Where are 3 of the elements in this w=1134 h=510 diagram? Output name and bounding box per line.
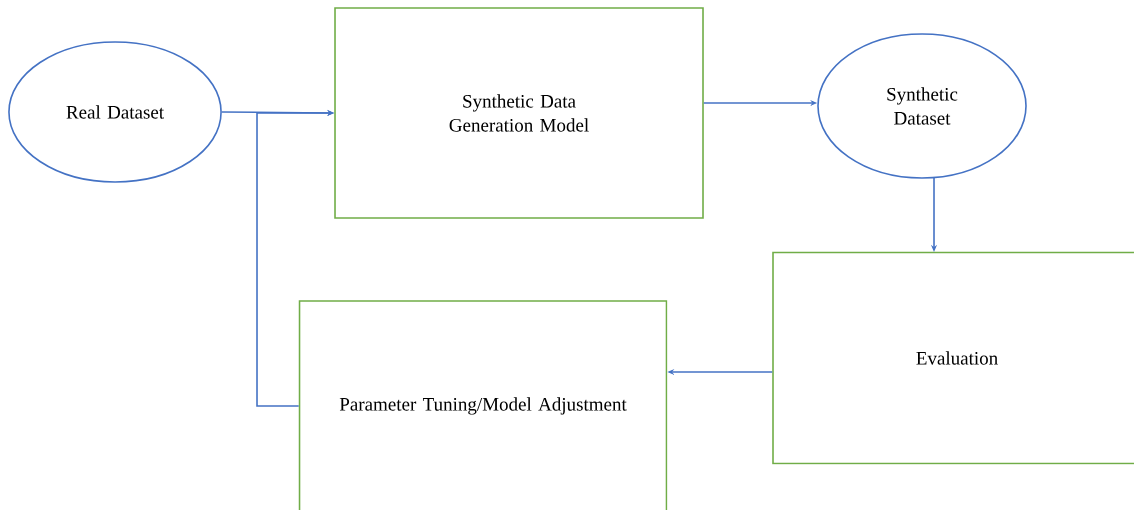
process-box: Synthetic Data Generation Model xyxy=(334,7,704,219)
process-box: Parameter Tuning/Model Adjustment xyxy=(298,300,668,510)
process-box: Evaluation xyxy=(772,251,1134,465)
